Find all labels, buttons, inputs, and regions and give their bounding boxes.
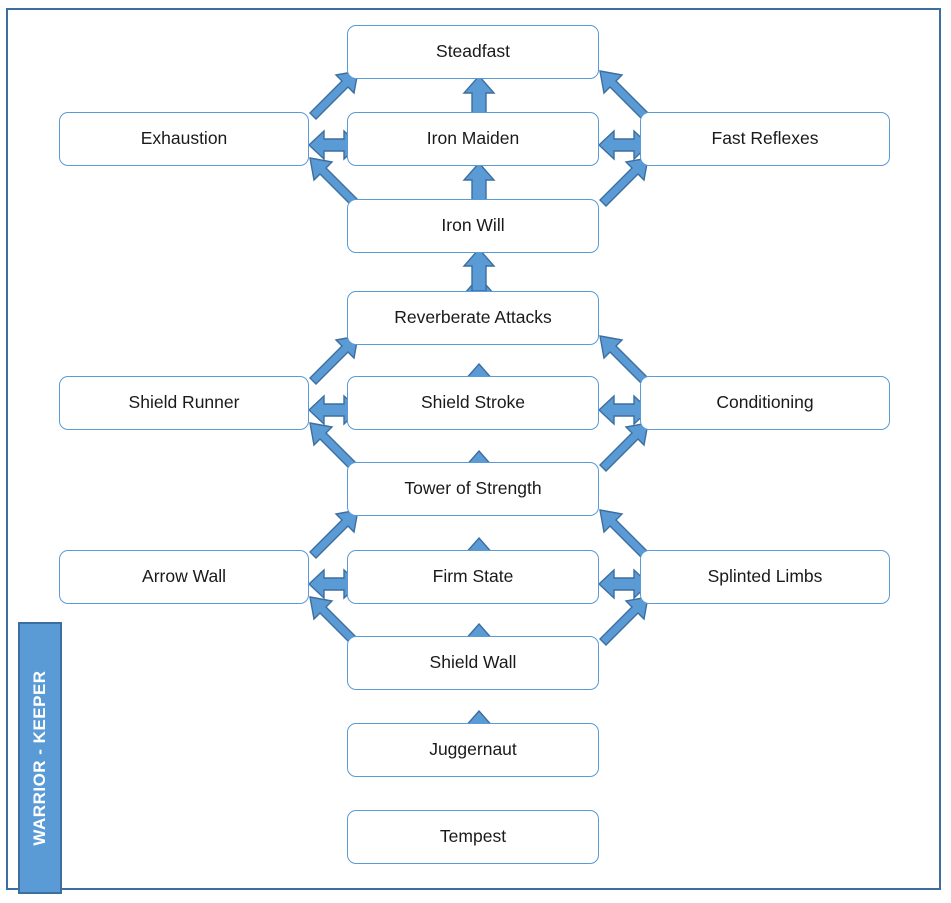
node-tempest[interactable]: Tempest [347,810,599,864]
arrow-shield-runner-to-reverberate-attacks [306,332,362,388]
node-exhaustion[interactable]: Exhaustion [59,112,309,166]
node-iron-will[interactable]: Iron Will [347,199,599,253]
arrow-reverberate-attacks-to-iron-will [462,247,496,292]
node-fast-reflexes[interactable]: Fast Reflexes [640,112,890,166]
class-label-text: WARRIOR - KEEPER [30,670,49,846]
node-splinted-limbs[interactable]: Splinted Limbs [640,550,890,604]
arrow-iron-will-to-fast-reflexes [596,154,652,210]
arrow-exhaustion-to-steadfast [306,67,362,123]
node-tower-of-strength[interactable]: Tower of Strength [347,462,599,516]
node-firm-state[interactable]: Firm State [347,550,599,604]
node-shield-stroke[interactable]: Shield Stroke [347,376,599,430]
node-shield-wall[interactable]: Shield Wall [347,636,599,690]
node-iron-maiden[interactable]: Iron Maiden [347,112,599,166]
node-arrow-wall[interactable]: Arrow Wall [59,550,309,604]
node-juggernaut[interactable]: Juggernaut [347,723,599,777]
arrow-tower-of-strength-to-conditioning [596,419,652,475]
node-reverberate-attacks[interactable]: Reverberate Attacks [347,291,599,345]
node-steadfast[interactable]: Steadfast [347,25,599,79]
arrow-shield-wall-to-splinted-limbs [596,593,652,649]
diagram-frame: Steadfast Exhaustion Iron Maiden Fast Re… [6,8,941,894]
class-label-warrior-keeper: WARRIOR - KEEPER [18,622,62,894]
node-conditioning[interactable]: Conditioning [640,376,890,430]
arrow-arrow-wall-to-tower-of-strength [306,506,362,562]
node-shield-runner[interactable]: Shield Runner [59,376,309,430]
